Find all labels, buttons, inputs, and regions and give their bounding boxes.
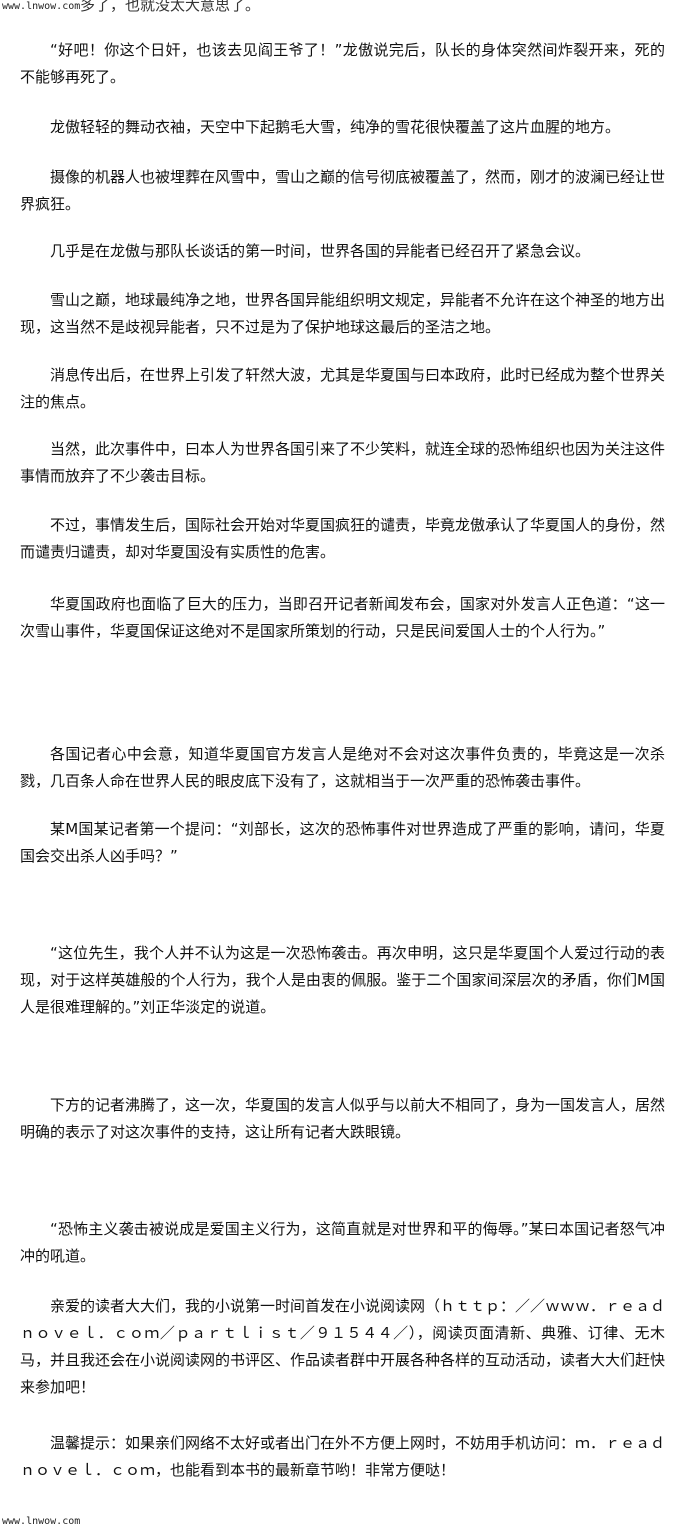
paragraph: 雪山之巅，地球最纯净之地，世界各国异能组织明文规定，异能者不允许在这个神圣的地方… <box>20 291 666 336</box>
paragraph: 消息传出后，在世界上引发了轩然大波，尤其是华夏国与曰本政府，此时已经成为整个世界… <box>20 366 666 411</box>
paragraph: 几乎是在龙傲与那队长谈话的第一时间，世界各国的异能者已经召开了紧急会议。 <box>50 242 591 260</box>
paragraph: 当然，此次事件中，曰本人为世界各国引来了不少笑料，就连全球的恐怖组织也因为关注这… <box>20 440 666 485</box>
paragraph: 摄像的机器人也被埋葬在风雪中，雪山之巅的信号彻底被覆盖了，然而，刚才的波澜已经让… <box>20 168 666 213</box>
paragraph: “恐怖主义袭击被说成是爱国主义行为，这简直就是对世界和平的侮辱。”某曰本国记者怒… <box>20 1220 665 1265</box>
paragraph: 下方的记者沸腾了，这一次，华夏国的发言人似乎与以前大不相同了，身为一国发言人，居… <box>20 1096 666 1141</box>
paragraph: “好吧！你这个日奸，也该去见阎王爷了！”龙傲说完后，队长的身体突然间炸裂开来，死… <box>20 41 665 86</box>
paragraph: 温馨提示：如果亲们网络不太好或者出门在外不方便上网时，不妨用手机访问：ｍ．ｒｅａ… <box>20 1434 666 1479</box>
watermark-top: www.lnwow.com <box>2 1 81 12</box>
watermark-bottom: www.lnwow.com <box>2 1516 81 1527</box>
paragraph: 不过，事情发生后，国际社会开始对华夏国疯狂的谴责，毕竟龙傲承认了华夏国人的身份，… <box>20 516 666 561</box>
paragraph: 亲爱的读者大大们，我的小说第一时间首发在小说阅读网（ｈｔｔｐ：／／ｗｗｗ．ｒｅａ… <box>20 1297 666 1396</box>
paragraph: 某M国某记者第一个提问：“刘部长，这次的恐怖事件对世界造成了严重的影响，请问，华… <box>20 820 665 865</box>
paragraph: 华夏国政府也面临了巨大的压力，当即召开记者新闻发布会，国家对外发言人正色道：“这… <box>20 595 665 640</box>
paragraph-fragment: 多了，也就没太大意思了。 <box>80 0 261 14</box>
paragraph: “这位先生，我个人并不认为这是一次恐怖袭击。再次申明，这只是华夏国个人爱过行动的… <box>20 944 665 1016</box>
paragraph: 各国记者心中会意，知道华夏国官方发言人是绝对不会对这次事件负责的，毕竟这是一次杀… <box>20 745 665 790</box>
paragraph: 龙傲轻轻的舞动衣袖，天空中下起鹅毛大雪，纯净的雪花很快覆盖了这片血腥的地方。 <box>50 118 621 136</box>
